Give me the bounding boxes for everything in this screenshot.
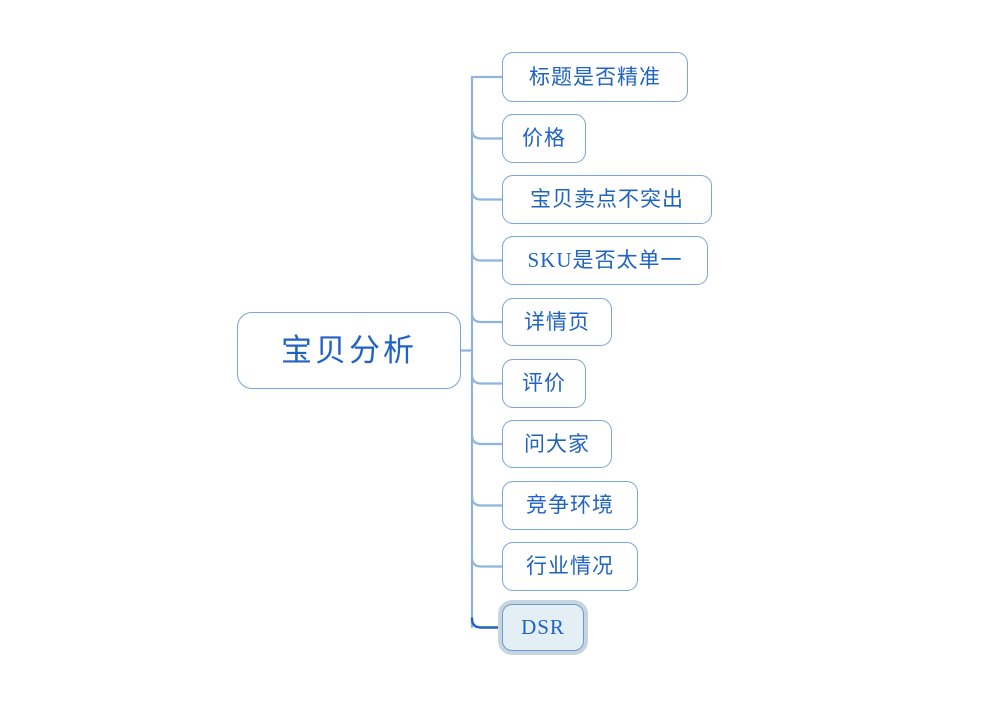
mindmap-node-label: 标题是否精准 (529, 65, 661, 89)
mindmap-node-6[interactable]: 评价 (502, 359, 586, 408)
connector-branch-3 (470, 189, 504, 201)
mindmap-root-node[interactable]: 宝贝分析 (237, 312, 461, 389)
mindmap-root-label: 宝贝分析 (281, 333, 417, 368)
mindmap-node-label: DSR (521, 615, 565, 639)
connector-branch-9 (470, 556, 504, 568)
mindmap-node-label: 行业情况 (526, 555, 614, 578)
mindmap-node-10[interactable]: DSR (502, 604, 584, 651)
mindmap-node-label: 竞争环境 (526, 494, 614, 517)
connector-branch-6 (470, 373, 504, 385)
connector-branch-4 (470, 250, 504, 262)
mindmap-node-5[interactable]: 详情页 (502, 298, 612, 346)
connector-branch-10 (470, 617, 504, 629)
mindmap-node-label: 价格 (522, 127, 566, 150)
connector-branch-7 (470, 433, 504, 446)
mindmap-node-label: 宝贝卖点不突出 (530, 188, 684, 211)
mindmap-node-label: SKU是否太单一 (527, 248, 683, 272)
mindmap-node-4[interactable]: SKU是否太单一 (502, 236, 708, 285)
mindmap-node-7[interactable]: 问大家 (502, 420, 612, 468)
mindmap-node-9[interactable]: 行业情况 (502, 542, 638, 591)
connector-branch-8 (470, 495, 504, 507)
mindmap-node-3[interactable]: 宝贝卖点不突出 (502, 175, 712, 224)
mindmap-node-8[interactable]: 竞争环境 (502, 481, 638, 530)
mindmap-node-2[interactable]: 价格 (502, 114, 586, 163)
mindmap-node-1[interactable]: 标题是否精准 (502, 52, 688, 102)
mindmap-node-label: 详情页 (524, 310, 590, 334)
connector-branch-5 (470, 311, 504, 324)
mindmap-node-label: 问大家 (524, 432, 590, 456)
mindmap-node-label: 评价 (522, 372, 566, 395)
connector-branch-2 (470, 128, 504, 140)
